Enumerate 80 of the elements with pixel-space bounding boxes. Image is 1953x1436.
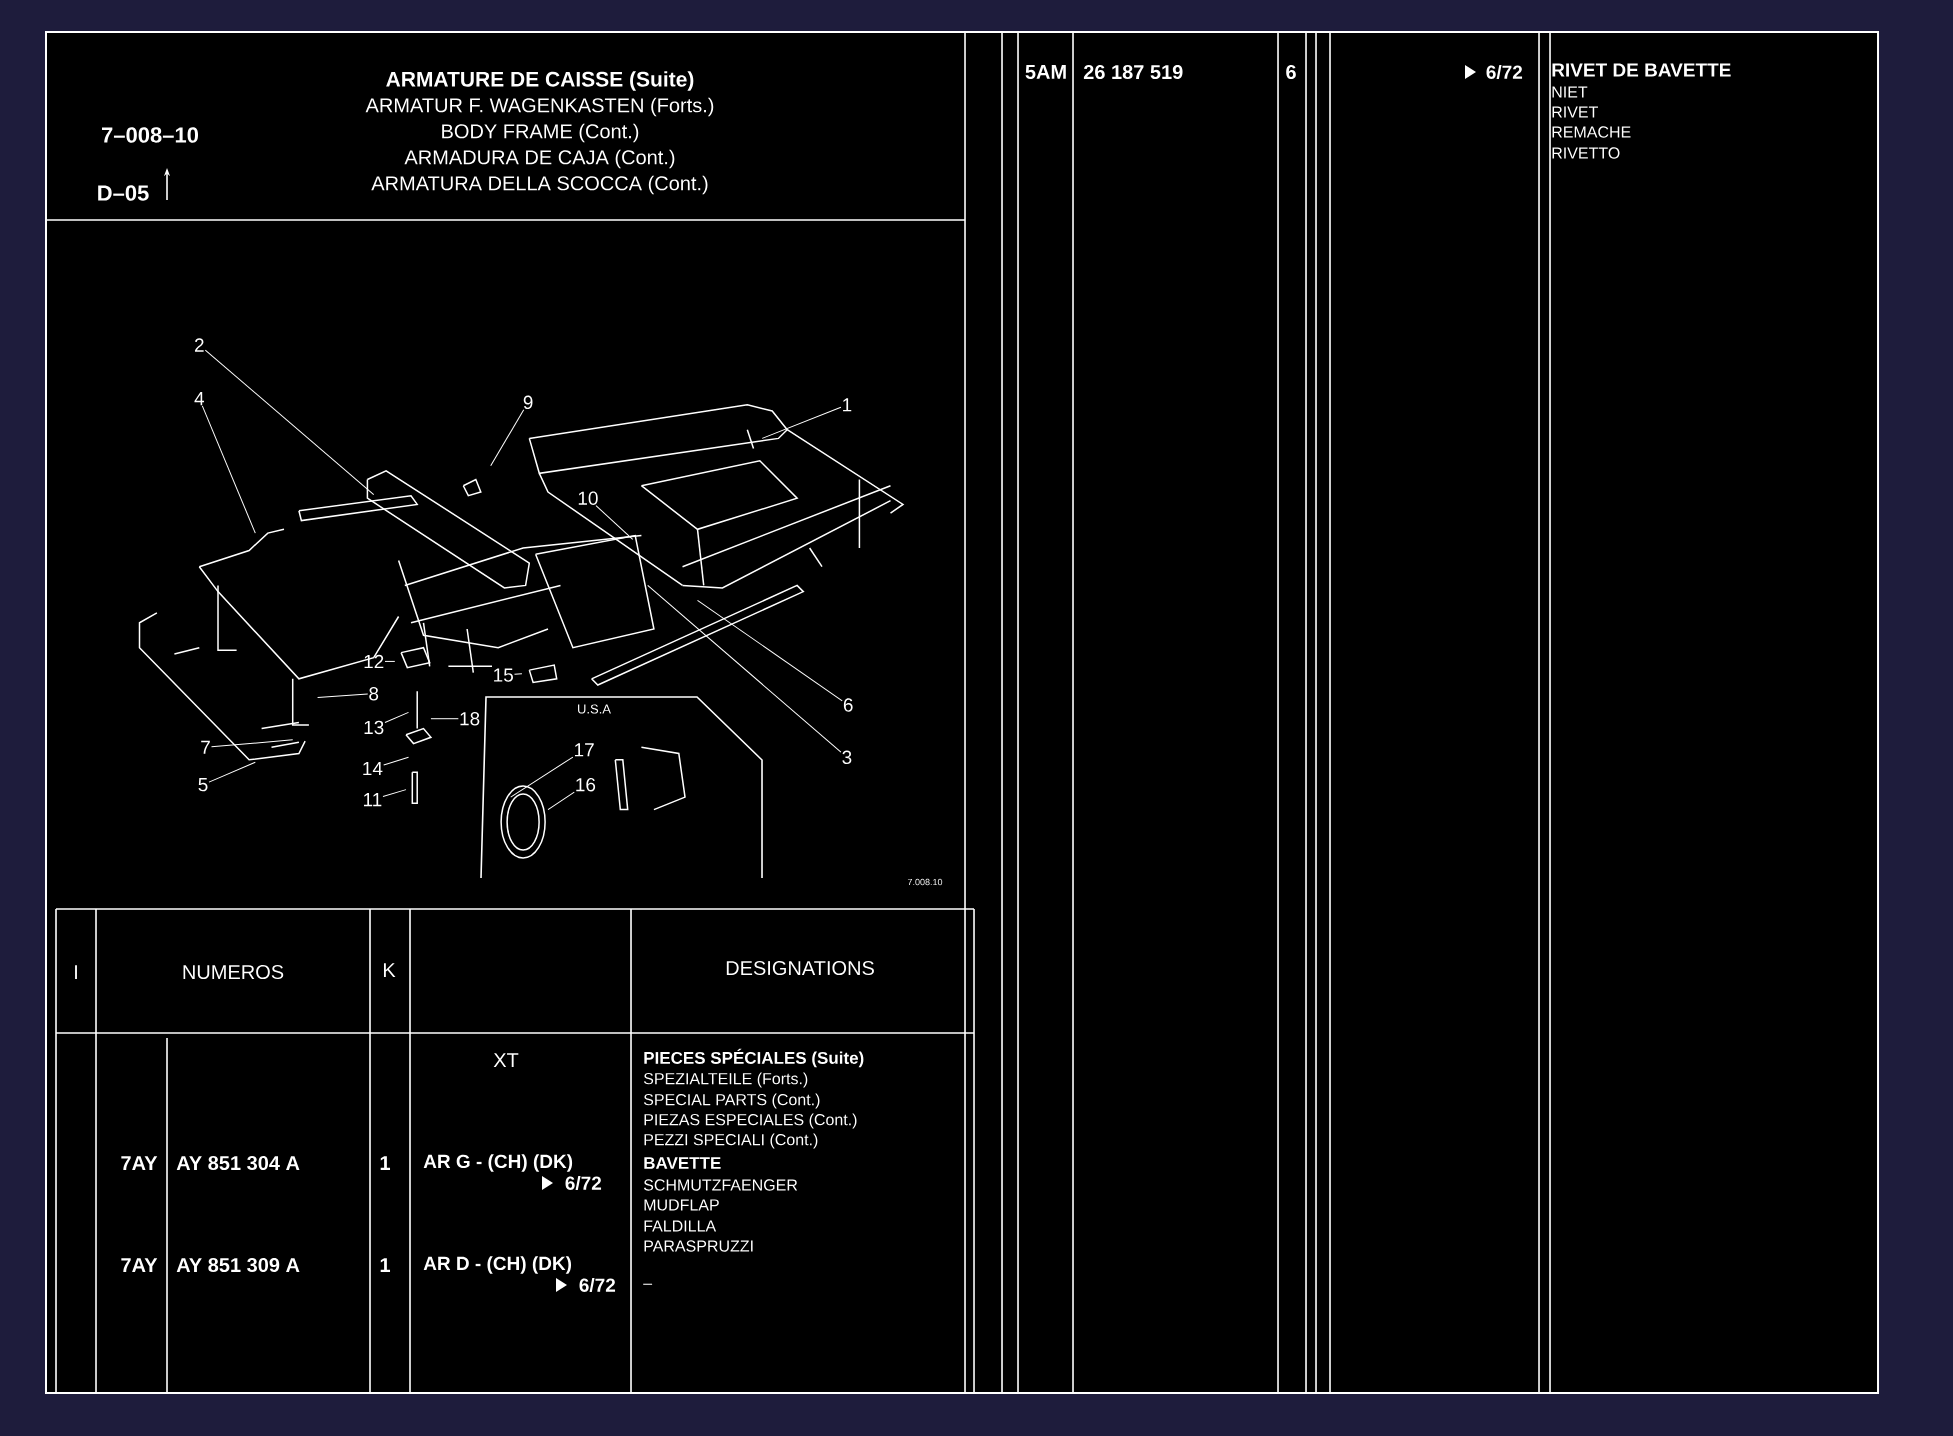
leader-line [697,599,843,702]
column-header: XT [493,1053,519,1067]
column-header: K [384,963,396,977]
leader-line [514,673,523,675]
quantity: 1 [380,1258,390,1272]
leader-line [384,711,409,724]
callout-number: 3 [842,750,852,765]
drawing-number: 7.008.10 [907,878,943,886]
header-title: BODY FRAME (Cont.) [442,123,639,143]
callout-number: 9 [523,395,533,410]
designation: PIEZAS ESPECIALES (Cont.) [644,1113,857,1129]
quantity: 6 [1286,64,1296,80]
remark: AR G - (CH) (DK) [423,1154,573,1172]
callout-number: 2 [195,338,204,352]
designation: PARASPRUZZI [644,1240,753,1252]
callout-number: 7 [201,740,210,754]
catalog-code: 5AM [1025,65,1066,79]
header-title: ARMATURE DE CAISSE (Suite) [386,71,694,91]
leader-line [204,349,375,495]
callout-number: 4 [194,392,205,406]
remark: AR D - (CH) (DK) [423,1256,572,1274]
page-code: 7–008–10 [102,127,199,143]
catalog-code: 7AY [121,1156,158,1170]
part-number: AY 851 309 A [176,1257,300,1273]
column-header: I [75,965,77,979]
column-header: NUMEROS [183,964,284,980]
callout-number: 1 [843,398,852,412]
designation: RIVET DE BAVETTE [1552,63,1731,77]
date-code: 6/72 [565,1175,602,1191]
designation: – [643,1283,653,1285]
inset-label: U.S.A [578,704,611,714]
header-title: ARMADURA DE CAJA (Cont.) [404,149,675,169]
leader-line [547,791,575,811]
leader-line [647,584,842,753]
designation: BAVETTE [644,1157,721,1169]
date-code: 6/72 [579,1277,616,1293]
leader-line [201,405,256,534]
designation: SPEZIALTEILE (Forts.) [643,1072,808,1088]
designation: NIET [1552,86,1588,98]
part-number: 26 187 519 [1083,64,1183,80]
designation: SPECIAL PARTS (Cont.) [643,1093,820,1109]
leader-line [510,756,574,798]
designation: REMACHE [1552,126,1631,138]
leader-line [490,409,525,467]
quantity: 1 [380,1156,390,1170]
part-number: AY 851 304 A [176,1155,300,1171]
catalog-code: 7AY [121,1258,158,1272]
header-title: ARMATURA DELLA SCOCCA (Cont.) [371,175,708,195]
designation: MUDFLAP [644,1199,719,1211]
header-title: ARMATUR F. WAGENKASTEN (Forts.) [365,97,714,117]
leader-line [211,739,294,748]
leader-line [208,761,256,783]
page-code: D–05 [98,185,149,201]
column-header: DESIGNATIONS [726,960,874,976]
callout-number: 17 [575,743,594,757]
callout-number: 13 [364,720,384,735]
leader-line [384,660,396,662]
designation: PIECES SPÉCIALES (Suite) [644,1048,864,1068]
leader-line [382,789,407,797]
designation: SCHMUTZFAENGER [643,1179,798,1191]
callout-number: 10 [578,491,598,505]
callout-number: 18 [460,712,480,726]
callout-number: 15 [494,668,513,682]
callout-number: 8 [369,687,379,701]
callout-number: 14 [363,762,383,776]
designation: FALDILLA [644,1220,717,1232]
leader-line [761,406,842,439]
designation: PEZZI SPECIALI (Cont.) [644,1133,818,1149]
leader-line [595,505,634,540]
callout-number: 12 [364,654,384,669]
date-code: 6/72 [1486,64,1523,80]
designation: RIVET [1552,106,1598,118]
designation: RIVETTO [1552,147,1620,159]
leader-line [430,718,459,720]
callout-number: 5 [198,778,208,792]
callout-number: 6 [843,698,853,712]
leader-line [317,693,369,698]
leader-line [383,756,409,766]
callout-number: 11 [364,793,382,807]
callout-number: 16 [576,778,596,792]
